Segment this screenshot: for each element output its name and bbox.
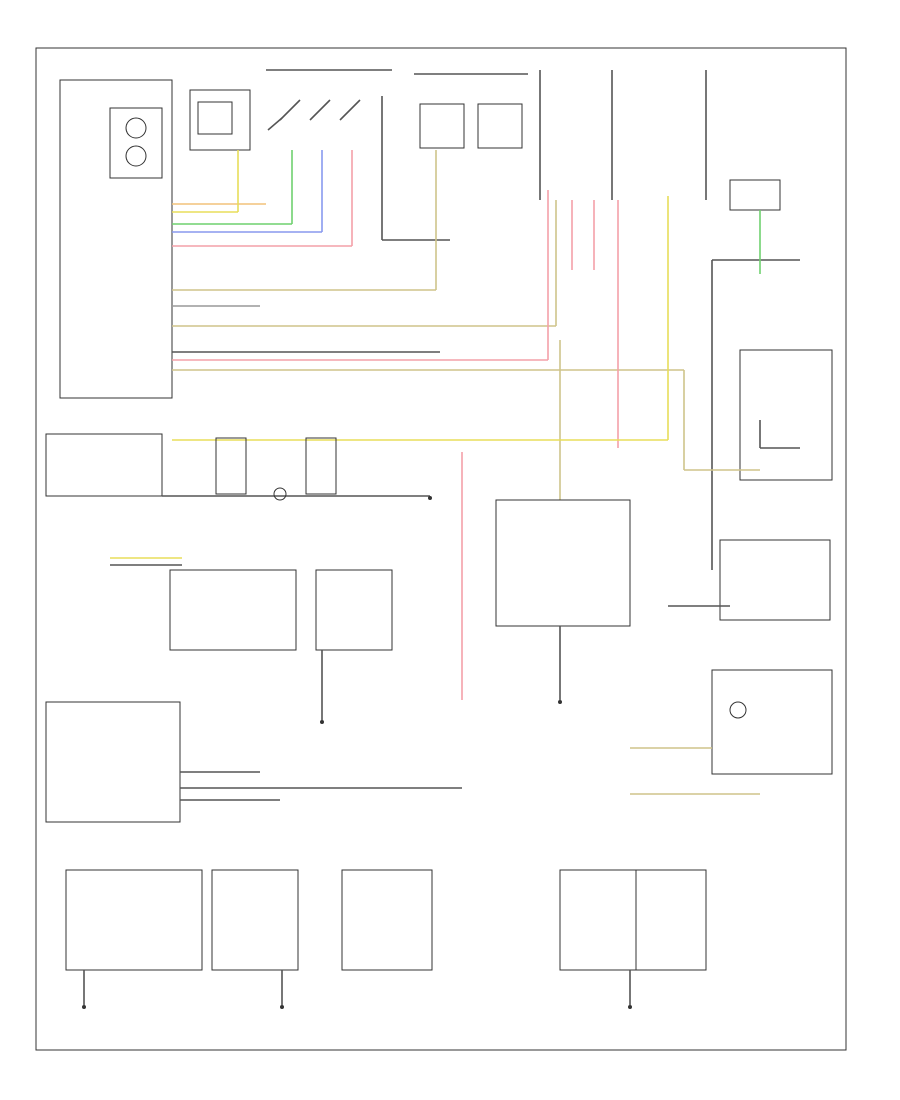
cluster-wires bbox=[172, 150, 685, 470]
lower-right-module bbox=[630, 669, 833, 795]
lamp-modules-mid bbox=[495, 499, 831, 700]
bottom-left-module bbox=[45, 701, 462, 823]
headlamp-switch bbox=[189, 69, 392, 151]
yellow-bus bbox=[172, 439, 668, 700]
panel-junction bbox=[45, 433, 430, 501]
bottom-lamps bbox=[65, 869, 707, 1005]
instrument-panel-cluster bbox=[59, 79, 173, 399]
right-feeds bbox=[559, 196, 761, 500]
right-module bbox=[684, 349, 833, 481]
relay-group bbox=[381, 73, 528, 241]
diagram-border bbox=[35, 47, 847, 1051]
ground-symbols bbox=[82, 496, 632, 1009]
interior-lamps bbox=[110, 557, 393, 720]
fuse-feeds bbox=[539, 70, 800, 570]
